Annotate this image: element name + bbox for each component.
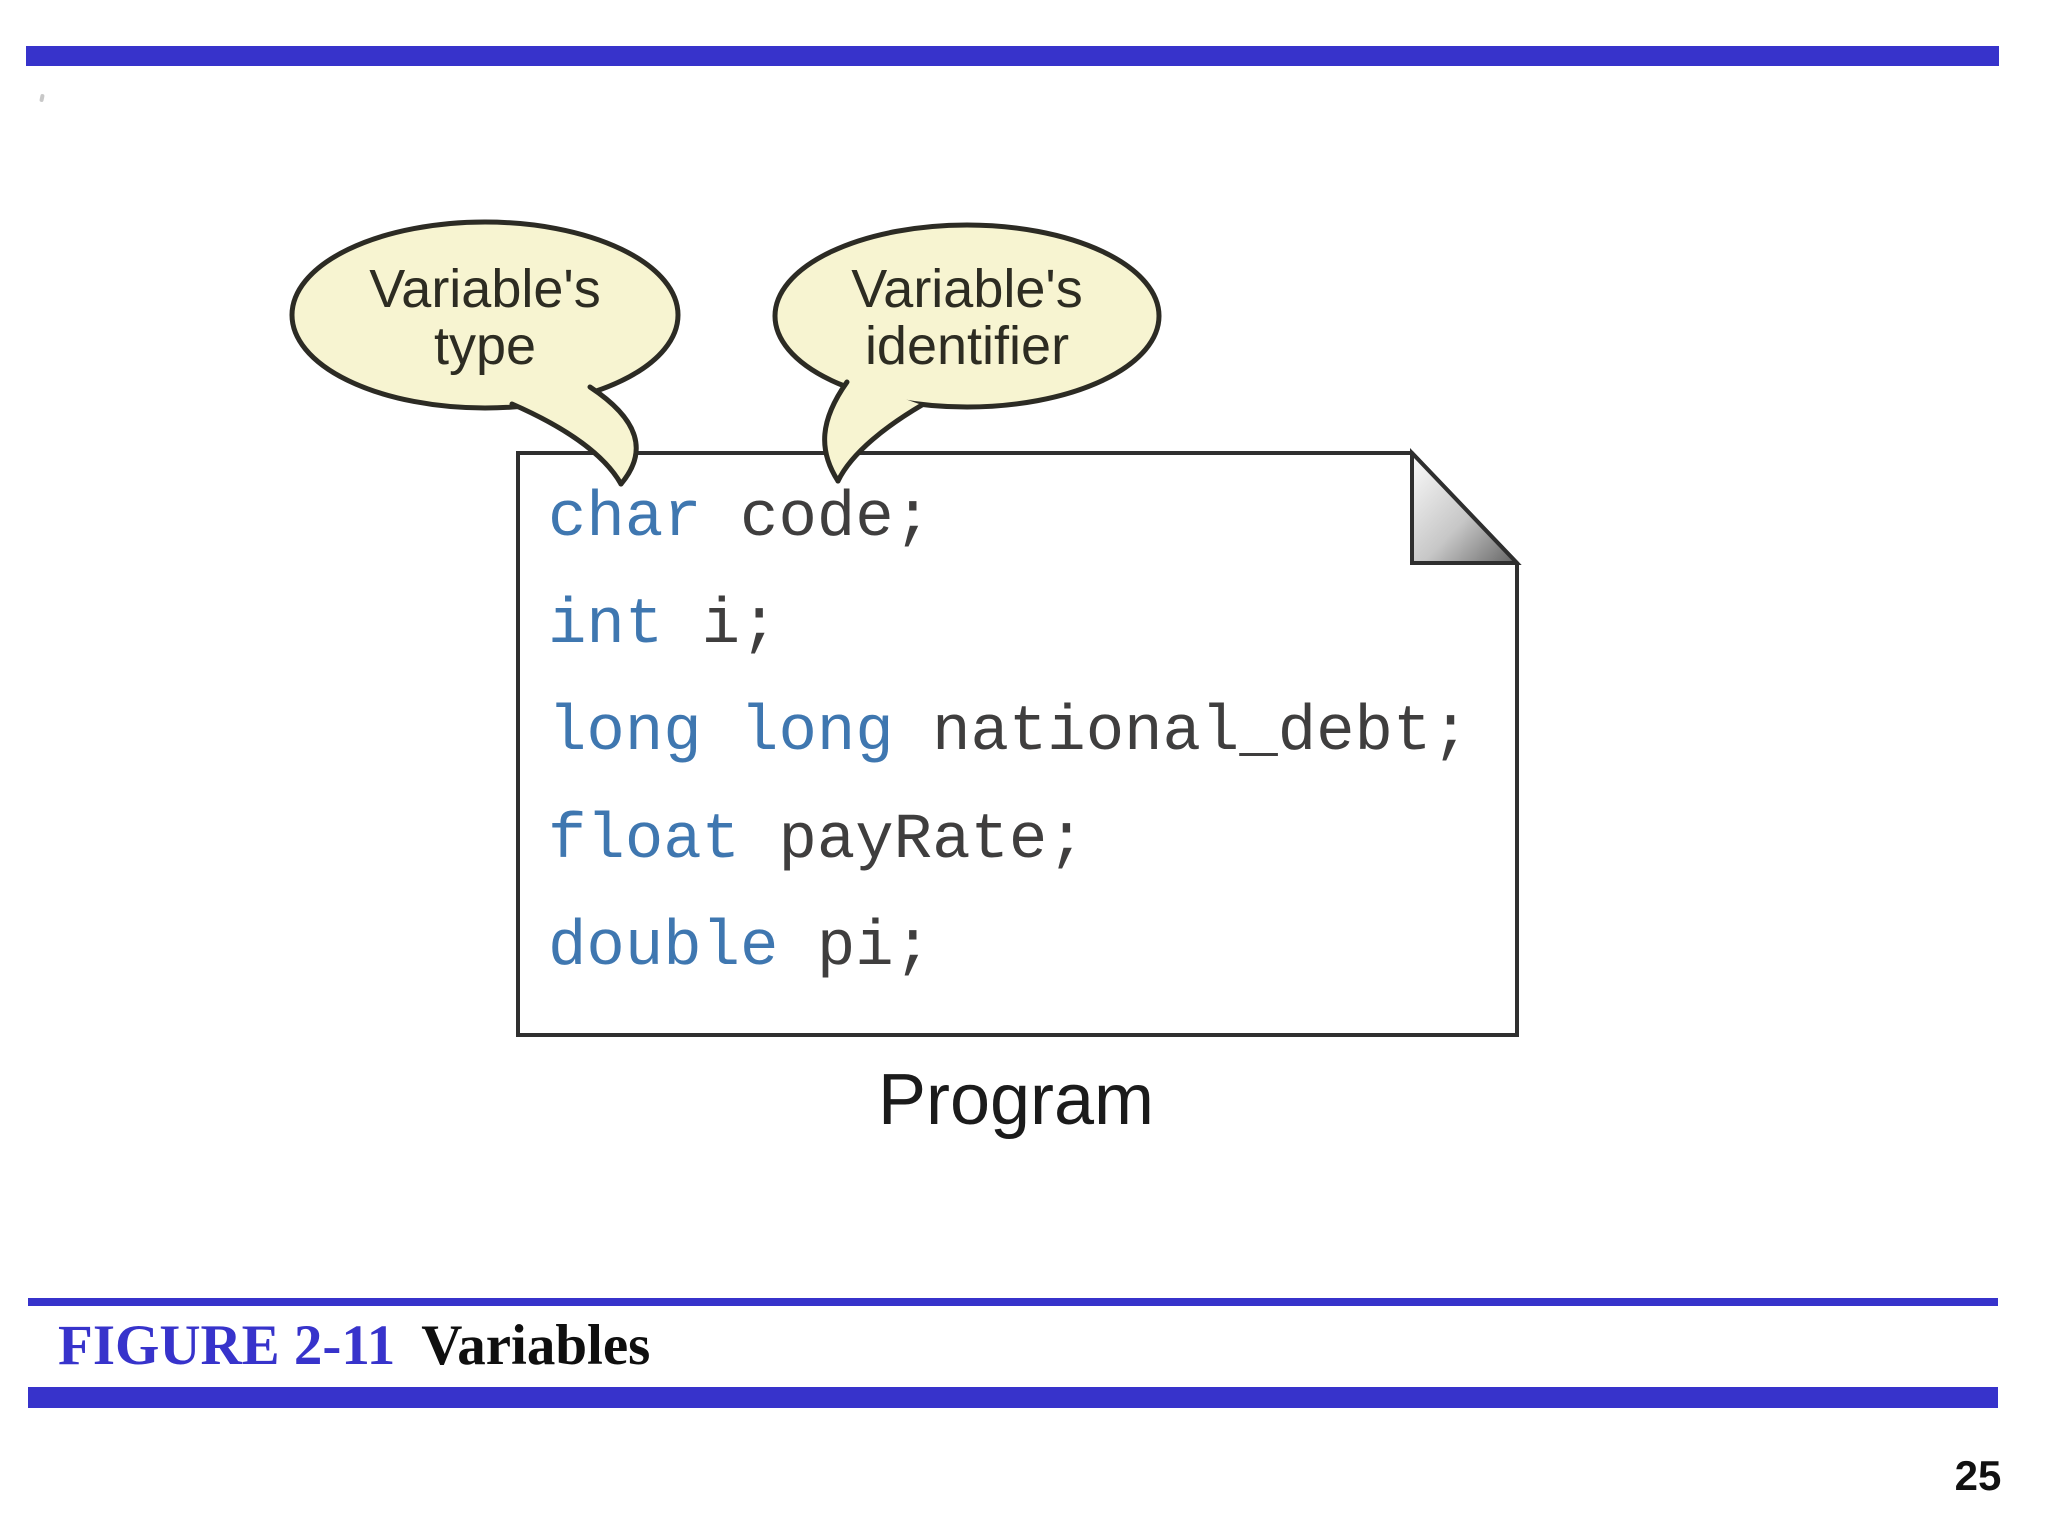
caption-bottom-rule (28, 1387, 1998, 1408)
page-number: 25 (1954, 1452, 2002, 1499)
bubble-line: Variable's (369, 259, 601, 319)
bubble-line: identifier (864, 316, 1070, 376)
code-keyword: double (548, 912, 779, 984)
speech-bubble-type (289, 219, 681, 487)
code-line: long long national_debt; (548, 701, 1470, 765)
figure-caption: FIGURE 2-11 Variables (58, 1316, 650, 1376)
code-identifier: pi; (778, 912, 933, 984)
folded-corner (1410, 448, 1522, 565)
code-line: double pi; (548, 916, 932, 980)
program-caption: Program (877, 1060, 1155, 1140)
code-identifier: national_debt; (893, 697, 1470, 769)
code-keyword: int (548, 590, 664, 662)
stray-mark (39, 93, 45, 103)
code-keyword: float (548, 805, 741, 877)
figure-title: Variables (421, 1314, 651, 1377)
paper-outline (516, 451, 1519, 1037)
code-identifier: payRate; (740, 805, 1086, 877)
bubble-line: Variable's (851, 259, 1083, 319)
code-keyword: long long (548, 697, 894, 769)
code-keyword: char (548, 483, 702, 555)
bubble-line: type (433, 316, 537, 376)
bubble-label-type: Variable's type (325, 261, 645, 375)
code-line: float payRate; (548, 809, 1086, 873)
code-identifier: code; (701, 483, 933, 555)
speech-bubble-identifier (772, 222, 1162, 484)
caption-top-rule (28, 1298, 1998, 1306)
figure-number: FIGURE 2-11 (58, 1314, 396, 1377)
code-identifier: i; (663, 590, 779, 662)
code-line: int i; (548, 594, 778, 658)
program-paper (516, 448, 1522, 1037)
code-line: char code; (548, 487, 932, 551)
top-divider-bar (26, 46, 1999, 66)
bubble-label-identifier: Variable's identifier (807, 261, 1127, 375)
callout-bubbles (289, 219, 1162, 487)
